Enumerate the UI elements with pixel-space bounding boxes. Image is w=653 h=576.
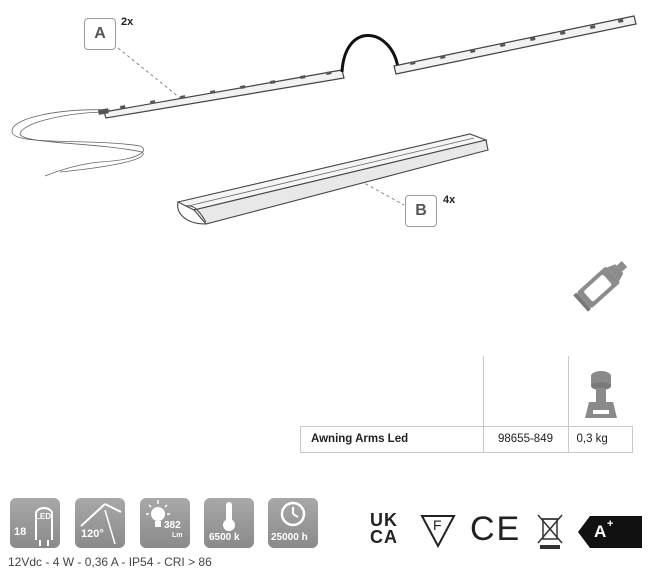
clock-icon — [280, 501, 306, 527]
lumen-unit: Lm — [172, 532, 183, 539]
f-mark: F — [420, 514, 456, 548]
f-mark-letter: F — [433, 517, 442, 533]
callout-a-qty: 2x — [121, 16, 134, 28]
beam-angle: 120° — [81, 528, 104, 540]
ce-mark: CE — [470, 510, 522, 548]
electrical-spec: 12Vdc - 4 W - 0,36 A - IP54 - CRI > 86 — [8, 555, 212, 569]
color-temp: 6500 k — [209, 532, 240, 543]
ukca-bottom: CA — [370, 527, 398, 547]
product-weight: 0,3 kg — [567, 425, 633, 453]
product-table: Awning Arms Led 98655-849 0,3 kg — [300, 356, 633, 453]
led-icon — [35, 507, 53, 546]
weight-icon — [584, 370, 617, 418]
led-strip-left — [98, 69, 345, 119]
callout-b-qty: 4x — [443, 194, 456, 206]
ukca-mark: UK CA — [370, 510, 398, 547]
lumen-badge: 382 Lm — [140, 498, 190, 548]
weee-bin-icon — [537, 514, 563, 549]
led-count-badge: LED 18 — [10, 498, 60, 548]
lifetime-badge: 25000 h — [268, 498, 318, 548]
aluminium-profile — [176, 133, 489, 225]
angle-icon — [80, 503, 122, 545]
bulb-icon — [146, 500, 170, 527]
led-strip-drawing — [11, 15, 637, 225]
thermometer-icon — [223, 502, 235, 531]
beam-angle-badge: 120° — [75, 498, 125, 548]
lifetime: 25000 h — [271, 532, 308, 543]
energy-label-icon: A + — [578, 516, 642, 548]
product-code: 98655-849 — [482, 425, 569, 453]
callout-a: A — [84, 18, 116, 50]
energy-class-plus: + — [607, 518, 614, 530]
callout-b: B — [405, 195, 437, 227]
led-label: LED — [35, 512, 51, 521]
led-count: 18 — [14, 526, 27, 538]
weight-header-cell — [567, 356, 633, 427]
energy-class: A — [594, 522, 607, 541]
led-strip-right — [393, 15, 637, 75]
lumen-value: 382 — [164, 520, 181, 531]
color-temp-badge: 6500 k — [204, 498, 254, 548]
glue-tube-icon — [573, 261, 628, 312]
ukca-top: UK — [370, 510, 398, 530]
product-name: Awning Arms Led — [300, 425, 484, 453]
